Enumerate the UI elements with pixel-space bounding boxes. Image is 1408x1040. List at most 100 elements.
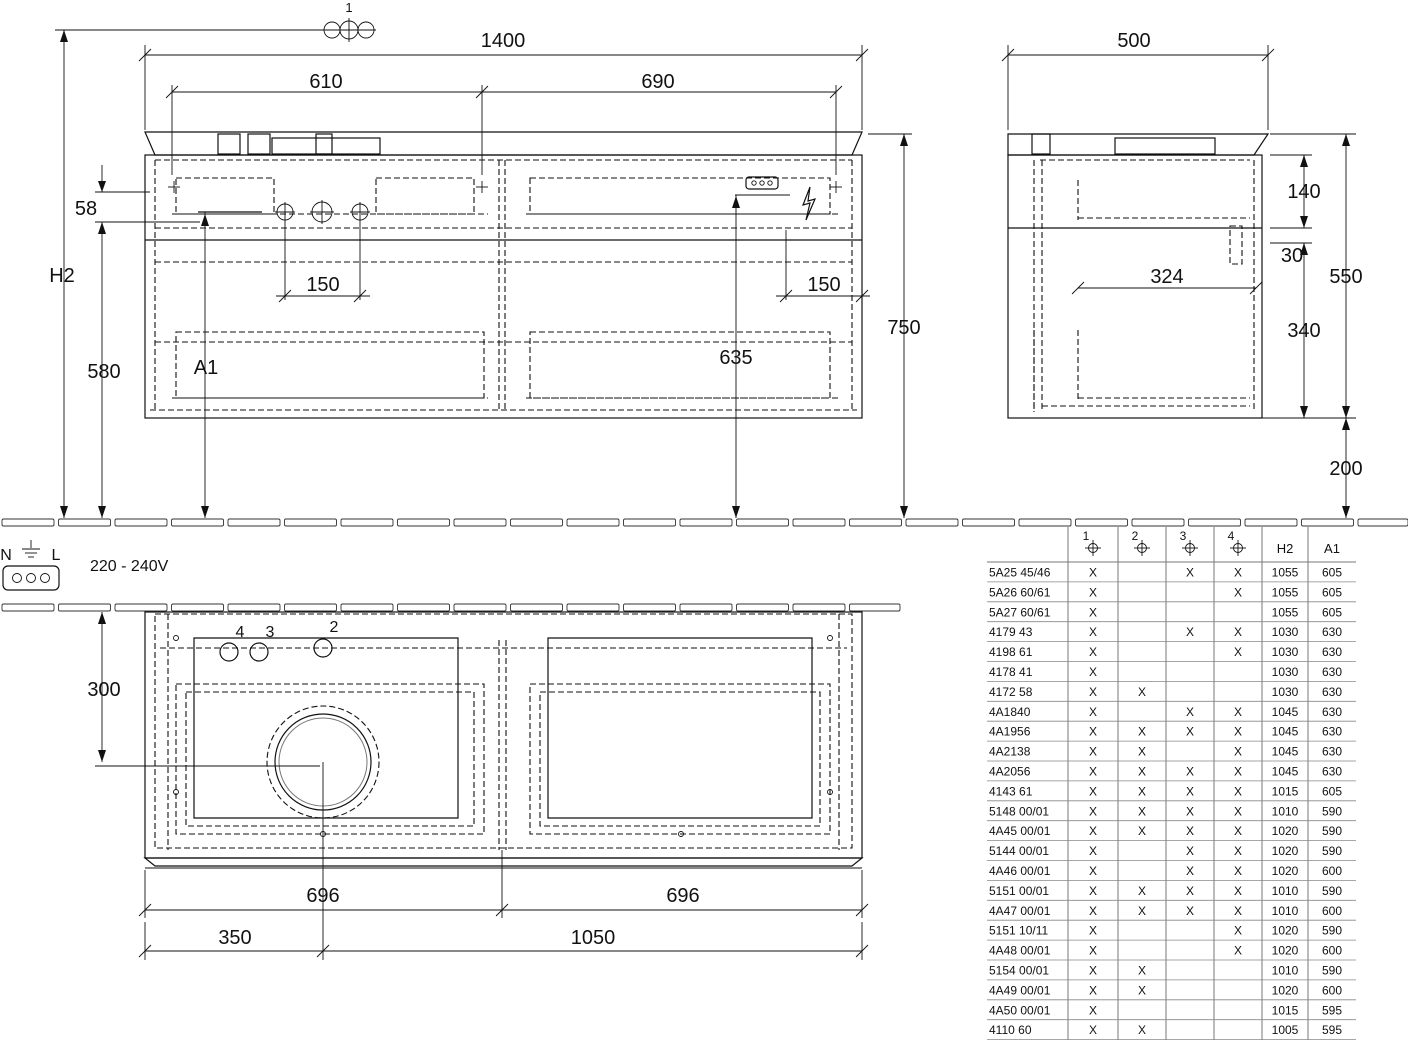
table-cell-code: 4A46 00/01 [989,864,1051,878]
tile [58,603,111,612]
table-cell-code: 4A50 00/01 [989,1003,1051,1017]
front-markers [168,181,842,193]
table-cell-code: 4143 61 [989,784,1033,798]
table-cell-value: 1005 [1272,1023,1299,1037]
label-n: N [0,547,12,564]
table-cell-value: 600 [1322,944,1342,958]
front-upper-drawer-box-2 [375,177,475,215]
voltage-label: 220 - 240V [90,558,169,575]
tile [171,518,224,527]
dim-500: 500 [1117,30,1150,52]
table-cell-value: 1055 [1272,605,1299,619]
table-cell-value: 1020 [1272,983,1299,997]
table-cell-code: 4110 60 [989,1023,1032,1037]
table-cell-mark: X [1089,944,1097,958]
table-cell-code: 5A26 60/61 [989,585,1051,599]
plan-basin-right [547,637,813,819]
table-cell-code: 5A25 45/46 [989,566,1051,580]
table-cell-code: 4A1840 [989,705,1031,719]
table-cell-mark: X [1138,1023,1146,1037]
table-cell-mark: X [1234,585,1242,599]
table-cell-mark: X [1138,765,1146,779]
tile [623,603,676,612]
table-cell-mark: X [1234,625,1242,639]
tile [227,603,281,612]
front-tap-mid [247,133,271,155]
side-tap [1031,133,1051,155]
front-countertop [144,131,863,156]
table-cell-value: 600 [1322,983,1342,997]
table-cell-mark: X [1234,725,1242,739]
tile [1131,518,1185,527]
table-cell-value: 1045 [1272,765,1299,779]
table-cell-value: 630 [1322,665,1342,679]
tile [1,603,55,612]
table-cell-mark: X [1186,784,1194,798]
table-cell-mark: X [1089,625,1097,639]
dim-610: 610 [309,71,342,93]
table-cell-value: 595 [1322,1003,1342,1017]
tile [1188,518,1241,527]
table-cell-code: 4A48 00/01 [989,944,1051,958]
table-cell-mark: X [1089,705,1097,719]
table-cell-mark: X [1138,804,1146,818]
table-cell-mark: X [1186,725,1194,739]
table-header-h2: H2 [1277,541,1294,556]
table-cell-mark: X [1186,884,1194,898]
table-cell-mark: X [1089,645,1097,659]
table-cell-mark: X [1234,645,1242,659]
table-cell-mark: X [1138,745,1146,759]
table-cell-mark: X [1089,844,1097,858]
dim-h2: H2 [49,265,75,287]
table-cell-code: 4A1956 [989,725,1031,739]
table-cell-value: 590 [1322,884,1342,898]
table-cell-code: 4179 43 [989,625,1033,639]
tile [1,518,55,527]
front-cabinet-body [144,154,863,419]
wall-tiles [1,603,901,612]
tile [453,518,507,527]
table-cell-value: 600 [1322,864,1342,878]
table-cell-mark: X [1186,844,1194,858]
table-cell-mark: X [1138,685,1146,699]
table-cell-code: 5148 00/01 [989,804,1049,818]
tile [1075,518,1128,527]
front-socket-icon [745,176,779,190]
table-cell-code: 4A2138 [989,745,1031,759]
table-cell-code: 5154 00/01 [989,964,1049,978]
table-cell-value: 1010 [1272,964,1299,978]
table-cell-mark: X [1089,864,1097,878]
connection-1-icon [322,18,376,42]
table-cell-mark: X [1089,1023,1097,1037]
table-cell-code: 4A47 00/01 [989,904,1051,918]
table-cell-value: 605 [1322,585,1342,599]
table-cell-code: 4A2056 [989,765,1031,779]
table-cell-value: 1020 [1272,944,1299,958]
dim-580: 580 [87,361,120,383]
socket-icon [2,565,60,591]
side-cabinet-body [1007,154,1263,419]
table-cell-mark: X [1089,665,1097,679]
table-cell-mark: X [1089,1003,1097,1017]
tile [171,603,224,612]
table-cell-value: 590 [1322,824,1342,838]
table-cell-value: 630 [1322,725,1342,739]
table-cell-value: 605 [1322,566,1342,580]
tile [284,518,337,527]
table-cell-mark: X [1234,924,1242,938]
table-cell-value: 630 [1322,625,1342,639]
pipe-4-icon [219,642,239,662]
front-upper-drawer-box-3 [529,177,831,215]
table-header-pipe-1: 1 [1083,529,1101,556]
